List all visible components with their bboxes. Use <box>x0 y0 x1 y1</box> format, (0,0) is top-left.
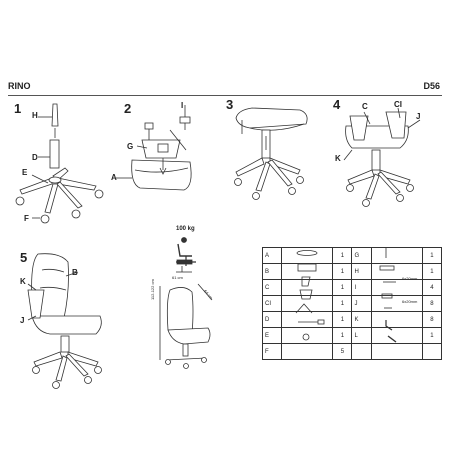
step-1-label-f: F <box>24 214 29 223</box>
step-1-label-e: E <box>22 168 28 177</box>
part-letter <box>351 343 372 360</box>
dimension-chair-drawing <box>159 283 213 369</box>
part-letter: I <box>351 279 372 296</box>
step-2-label-a: A <box>111 173 117 182</box>
step-1-label-h: H <box>32 111 38 120</box>
step-5-label-j: J <box>20 316 25 325</box>
step-5-label-k: K <box>20 277 26 286</box>
step-3-drawing <box>234 107 308 200</box>
table-row: C 1 I 4 <box>261 279 443 296</box>
dimension-width: 61 cm <box>172 275 183 280</box>
part-letter: G <box>351 247 372 264</box>
step-4-label-c: C <box>362 102 368 111</box>
part-qty: 1 <box>332 295 353 312</box>
part-qty: 1 <box>332 311 353 328</box>
part-letter: C <box>261 279 283 296</box>
step-4-number: 4 <box>333 97 341 112</box>
part-qty: 1 <box>332 279 353 296</box>
step-4-label-j: J <box>416 112 421 121</box>
part-letter: L <box>351 327 372 344</box>
part-letter: D <box>261 311 283 328</box>
step-5-number: 5 <box>20 250 28 265</box>
load-capacity-label: 100 kg <box>176 226 195 232</box>
part-letter: J <box>351 295 372 312</box>
part-qty: 4 <box>421 279 443 296</box>
part-qty: 8 <box>421 295 443 312</box>
step-1-number: 1 <box>14 101 22 116</box>
step-4-label-ci: CI <box>394 100 402 109</box>
part-letter: K <box>351 311 372 328</box>
table-row: D 1 K 8 <box>261 311 443 328</box>
step-4-label-k: K <box>335 154 341 163</box>
table-row: F 5 <box>261 343 443 360</box>
step-2-number: 2 <box>124 101 132 116</box>
load-capacity-icon <box>176 237 196 273</box>
step-5-label-b: B <box>72 268 78 277</box>
table-row: B 1 H 1 <box>261 263 443 280</box>
part-letter: F <box>261 343 283 360</box>
part-qty: 8 <box>421 311 443 328</box>
part-letter: A <box>261 247 283 264</box>
part-letter: H <box>351 263 372 280</box>
part-qty: 1 <box>421 327 443 344</box>
part-qty: 1 <box>332 327 353 344</box>
part-qty: 5 <box>332 343 353 360</box>
step-2-drawing <box>116 105 192 191</box>
step-2-label-i: I <box>181 101 184 110</box>
part-letter: E <box>261 327 283 344</box>
part-qty: 1 <box>332 247 353 264</box>
step-5-drawing <box>27 253 102 389</box>
part-qty: 1 <box>421 247 443 264</box>
step-3-number: 3 <box>226 97 234 112</box>
header-rule <box>8 95 442 96</box>
part-qty: 1 <box>421 263 443 280</box>
parts-table: A 1 G 1 B 1 H 1 C 1 I 4 <box>261 247 443 360</box>
step-2-label-g: G <box>127 142 134 151</box>
part-letter: B <box>261 263 283 280</box>
model-name: RINO <box>8 81 31 91</box>
part-qty <box>421 343 443 360</box>
table-row: E 1 L 1 <box>261 327 443 344</box>
step-1-drawing <box>15 103 104 224</box>
part-qty: 1 <box>332 263 353 280</box>
table-row: A 1 G 1 <box>261 247 443 264</box>
table-row: CI 1 J 8 <box>261 295 443 312</box>
part-letter: CI <box>261 295 283 312</box>
step-1-label-d: D <box>32 153 38 162</box>
model-code: D56 <box>423 81 440 91</box>
step-4-drawing <box>343 107 421 207</box>
